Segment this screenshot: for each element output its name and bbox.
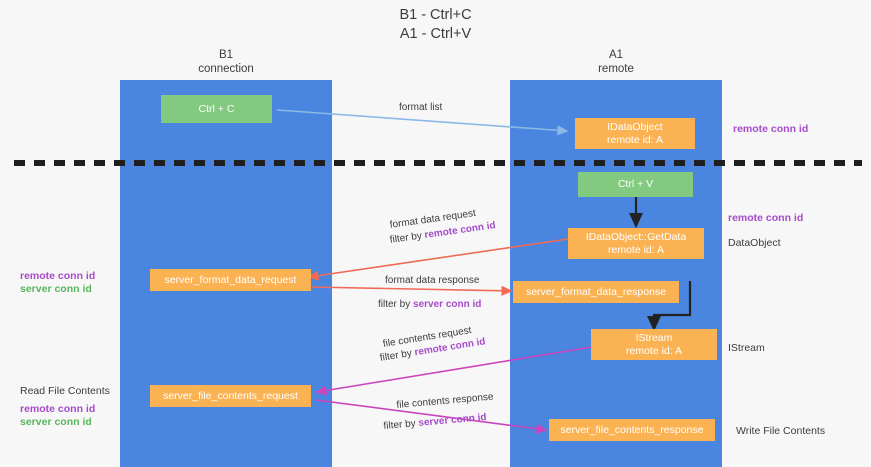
node-server-format-data-request[interactable]: server_format_data_request bbox=[150, 269, 311, 291]
node-idataobject-sub: remote id: A bbox=[606, 133, 664, 146]
node-server-file-contents-request[interactable]: server_file_contents_request bbox=[150, 385, 311, 407]
node-ctrl-v[interactable]: Ctrl + V bbox=[578, 172, 693, 197]
edge-label-format-data-response-filter: filter by server conn id bbox=[378, 298, 481, 312]
right-label-remote-conn-id-mid: remote conn id bbox=[728, 212, 804, 224]
node-server-format-data-request-label: server_format_data_request bbox=[164, 273, 297, 286]
lane-header-b1: B1 connection bbox=[120, 48, 332, 76]
right-label-istream: IStream bbox=[728, 342, 765, 354]
diagram-title: B1 - Ctrl+C A1 - Ctrl+V bbox=[0, 6, 871, 44]
left-label-server-conn-id-2: server conn id bbox=[20, 416, 92, 428]
left-label-remote-conn-id: remote conn id bbox=[20, 270, 96, 282]
edge-label-format-data-response: format data response bbox=[385, 275, 480, 286]
lane-header-a1-name: A1 bbox=[608, 49, 624, 61]
lane-header-a1: A1 remote bbox=[510, 48, 722, 76]
node-server-file-contents-response[interactable]: server_file_contents_response bbox=[549, 419, 715, 441]
filter-prefix: filter by bbox=[383, 417, 419, 432]
node-istream-sub: remote id: A bbox=[625, 344, 683, 357]
node-getdata[interactable]: IDataObject::GetData remote id: A bbox=[568, 228, 704, 259]
left-label-read-file-contents: Read File Contents bbox=[20, 385, 110, 397]
left-label-remote-conn-id-2: remote conn id bbox=[20, 403, 96, 415]
node-getdata-label: IDataObject::GetData bbox=[585, 230, 687, 243]
filter-key: server conn id bbox=[417, 411, 488, 429]
edge-label-file-contents-response: file contents response bbox=[396, 391, 494, 411]
edge-label-file-contents-response-filter: filter by server conn id bbox=[383, 411, 487, 434]
right-label-write-file-contents: Write File Contents bbox=[736, 425, 826, 437]
node-getdata-sub: remote id: A bbox=[607, 243, 665, 256]
node-ctrl-c-label: Ctrl + C bbox=[198, 102, 235, 115]
left-label-server-conn-id: server conn id bbox=[20, 283, 92, 295]
right-label-dataobject: DataObject bbox=[728, 237, 781, 249]
node-idataobject[interactable]: IDataObject remote id: A bbox=[575, 118, 695, 149]
node-ctrl-c[interactable]: Ctrl + C bbox=[161, 95, 272, 123]
node-server-file-contents-response-label: server_file_contents_response bbox=[560, 423, 704, 436]
node-server-format-data-response-label: server_format_data_response bbox=[525, 285, 667, 298]
filter-key: server conn id bbox=[413, 299, 482, 310]
lane-header-b1-role: connection bbox=[198, 63, 254, 75]
node-ctrl-v-label: Ctrl + V bbox=[617, 178, 654, 190]
lane-header-b1-name: B1 bbox=[218, 49, 234, 61]
right-label-remote-conn-id-top: remote conn id bbox=[733, 123, 809, 135]
node-istream[interactable]: IStream remote id: A bbox=[591, 329, 717, 360]
lane-header-a1-role: remote bbox=[598, 63, 634, 75]
node-server-file-contents-request-label: server_file_contents_request bbox=[163, 389, 298, 402]
node-idataobject-label: IDataObject bbox=[607, 120, 663, 133]
node-server-format-data-response[interactable]: server_format_data_response bbox=[513, 281, 679, 303]
title-line-2: A1 - Ctrl+V bbox=[399, 26, 472, 42]
filter-prefix: filter by bbox=[389, 230, 426, 246]
node-istream-label: IStream bbox=[635, 331, 673, 344]
title-line-1: B1 - Ctrl+C bbox=[399, 7, 472, 23]
filter-prefix: filter by bbox=[378, 299, 414, 310]
edge-label-format-list: format list bbox=[399, 102, 443, 113]
